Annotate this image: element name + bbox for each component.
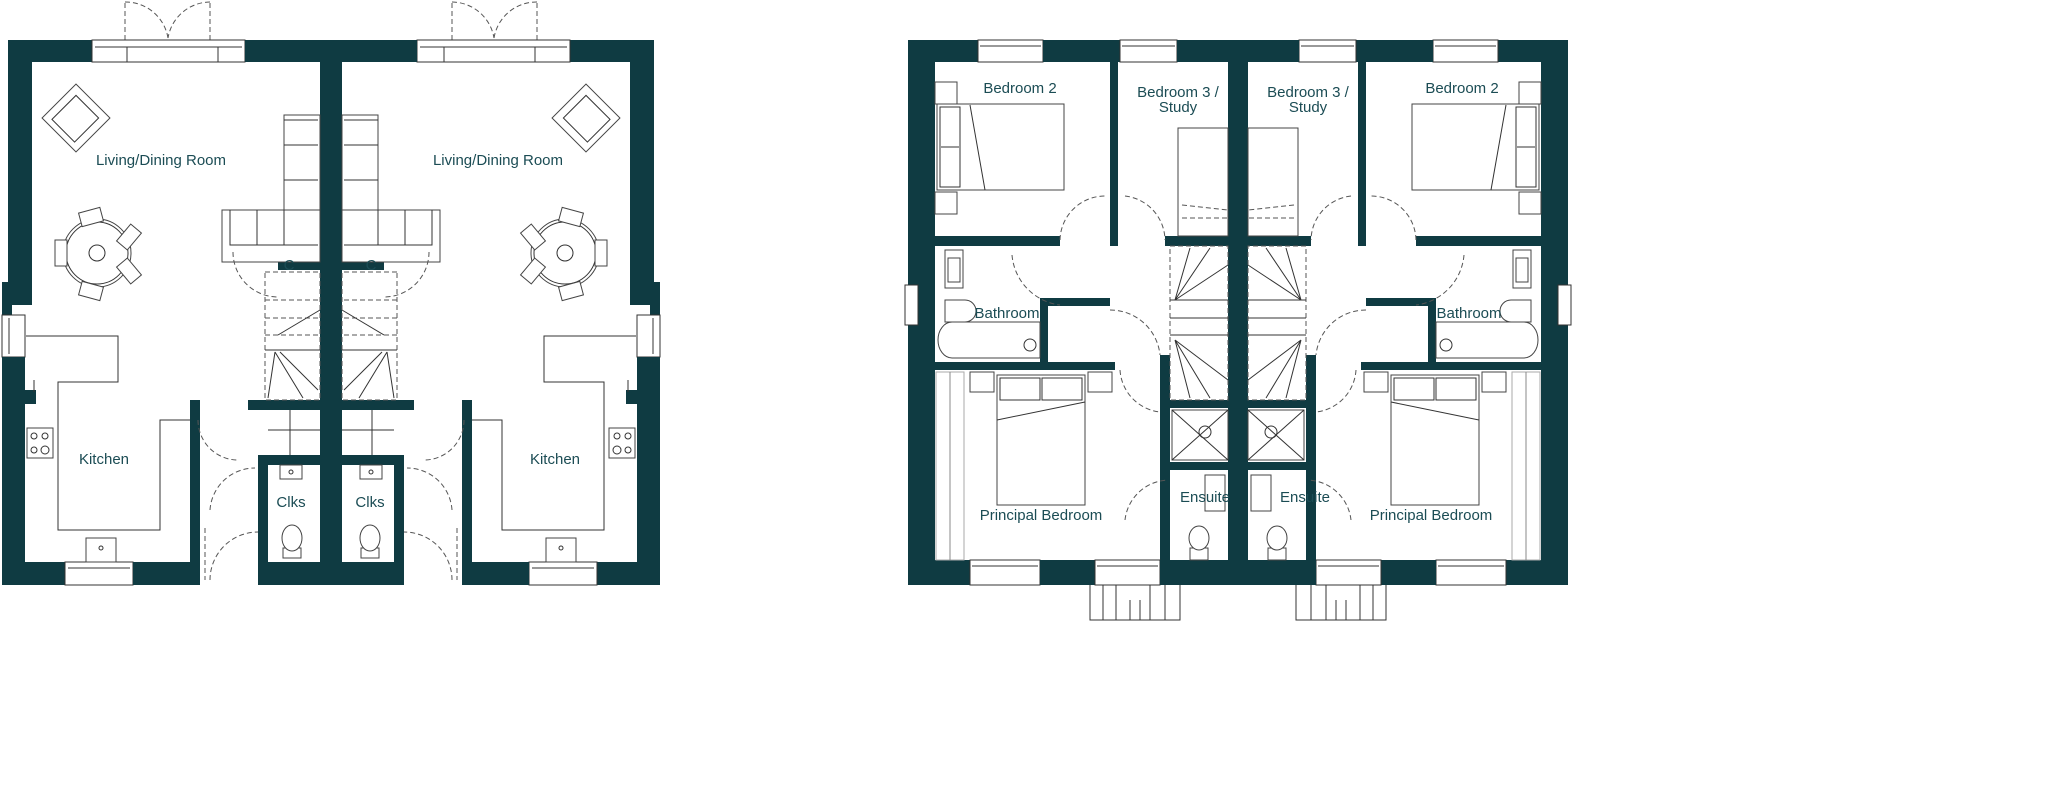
room-label-principal-bedroom: Principal Bedroom bbox=[1370, 507, 1493, 524]
room-label-living: Living/Dining Room bbox=[433, 152, 563, 169]
cupboard-label: C bbox=[284, 257, 295, 274]
room-label-ensuite: Ensuite bbox=[1180, 489, 1230, 506]
room-label-kitchen: Kitchen bbox=[79, 451, 129, 468]
room-label-study: Study bbox=[1159, 99, 1198, 116]
room-label-principal-bedroom: Principal Bedroom bbox=[980, 507, 1103, 524]
room-label-bedroom-3: Bedroom 3 / bbox=[1137, 84, 1220, 101]
room-label-living: Living/Dining Room bbox=[96, 152, 226, 169]
room-label-ensuite: Ensuite bbox=[1280, 489, 1330, 506]
room-label-bedroom-3: Bedroom 3 / bbox=[1267, 84, 1350, 101]
room-label-bedroom-2: Bedroom 2 bbox=[1425, 80, 1498, 97]
room-label-kitchen: Kitchen bbox=[530, 451, 580, 468]
room-label-bedroom-2: Bedroom 2 bbox=[983, 80, 1056, 97]
room-label-clks: Clks bbox=[355, 494, 384, 511]
first-floor-left-home bbox=[904, 39, 1239, 621]
room-label-clks: Clks bbox=[276, 494, 305, 511]
room-label-study: Study bbox=[1289, 99, 1328, 116]
cupboard-label: C bbox=[366, 257, 377, 274]
room-label-bathroom: Bathroom bbox=[1436, 305, 1501, 322]
room-label-bathroom: Bathroom bbox=[974, 305, 1039, 322]
first-floor-right-home bbox=[1237, 39, 1572, 621]
